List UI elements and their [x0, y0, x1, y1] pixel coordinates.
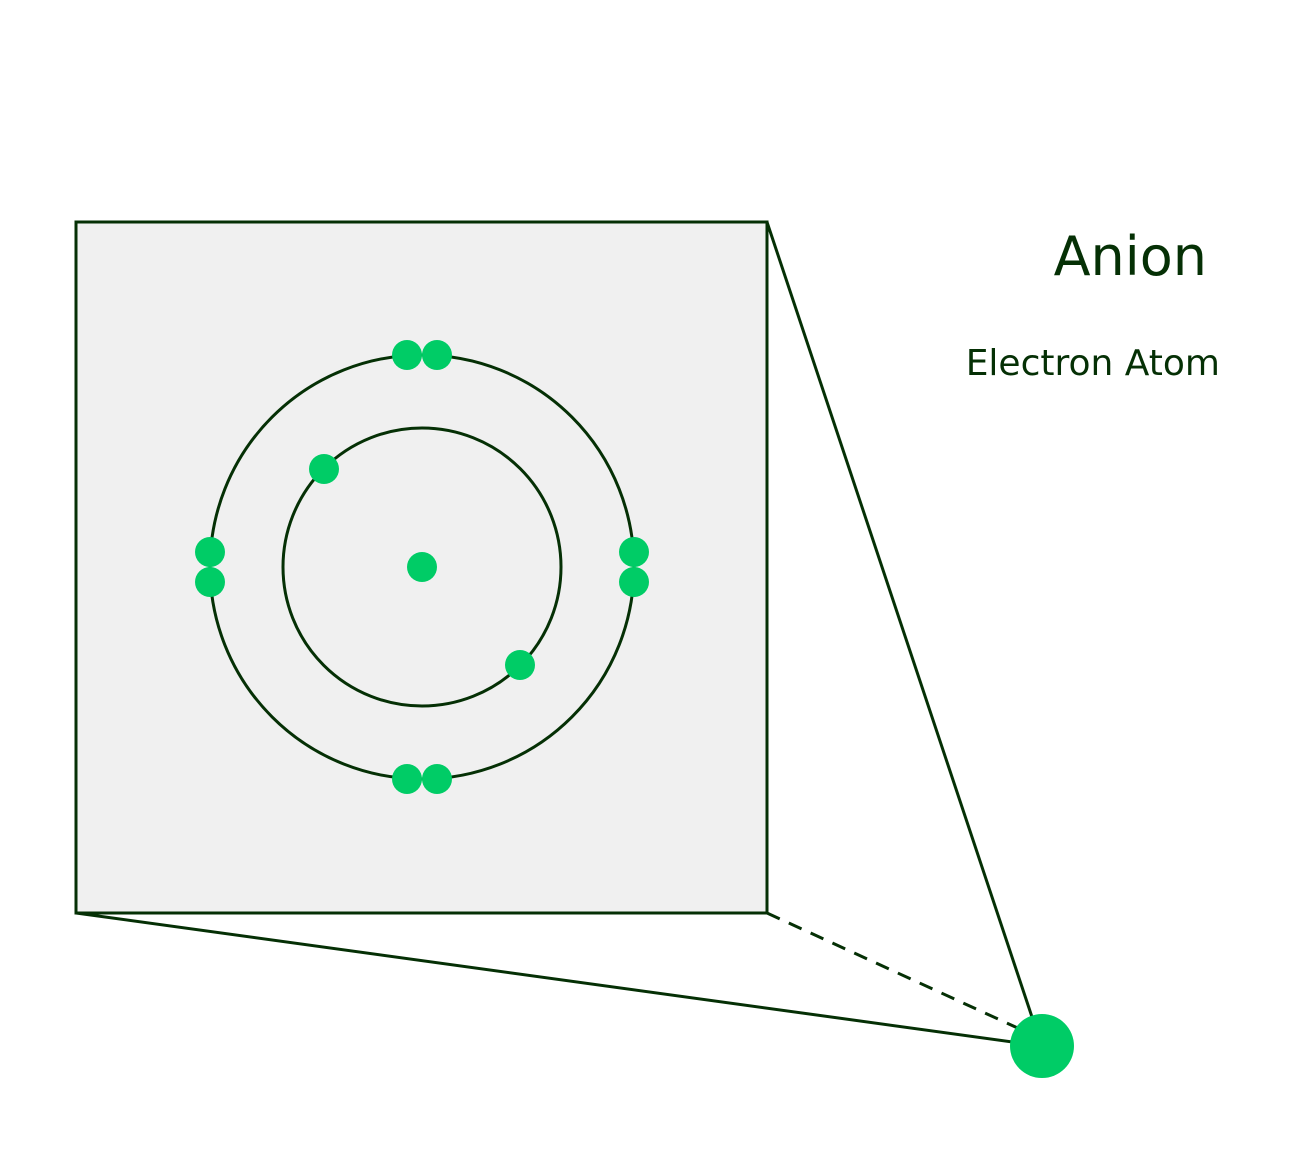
anion-atom-dot [1010, 1014, 1074, 1078]
outer-electron [195, 567, 225, 597]
inner-electron-shell [281, 426, 563, 708]
outer-electron [422, 764, 452, 794]
outer-electron [619, 567, 649, 597]
outer-electron [422, 340, 452, 370]
diagram-title: Anion [1054, 225, 1207, 288]
outer-electron [392, 764, 422, 794]
inner-electron [309, 454, 339, 484]
outer-electron [392, 340, 422, 370]
projection-line-bottom [75, 911, 1021, 1045]
inner-electron [505, 650, 535, 680]
diagram-subtitle: Electron Atom [966, 343, 1220, 384]
nucleus [407, 552, 437, 582]
outer-electron [619, 537, 649, 567]
projection-line-top [765, 221, 1035, 1021]
outer-electron [195, 537, 225, 567]
